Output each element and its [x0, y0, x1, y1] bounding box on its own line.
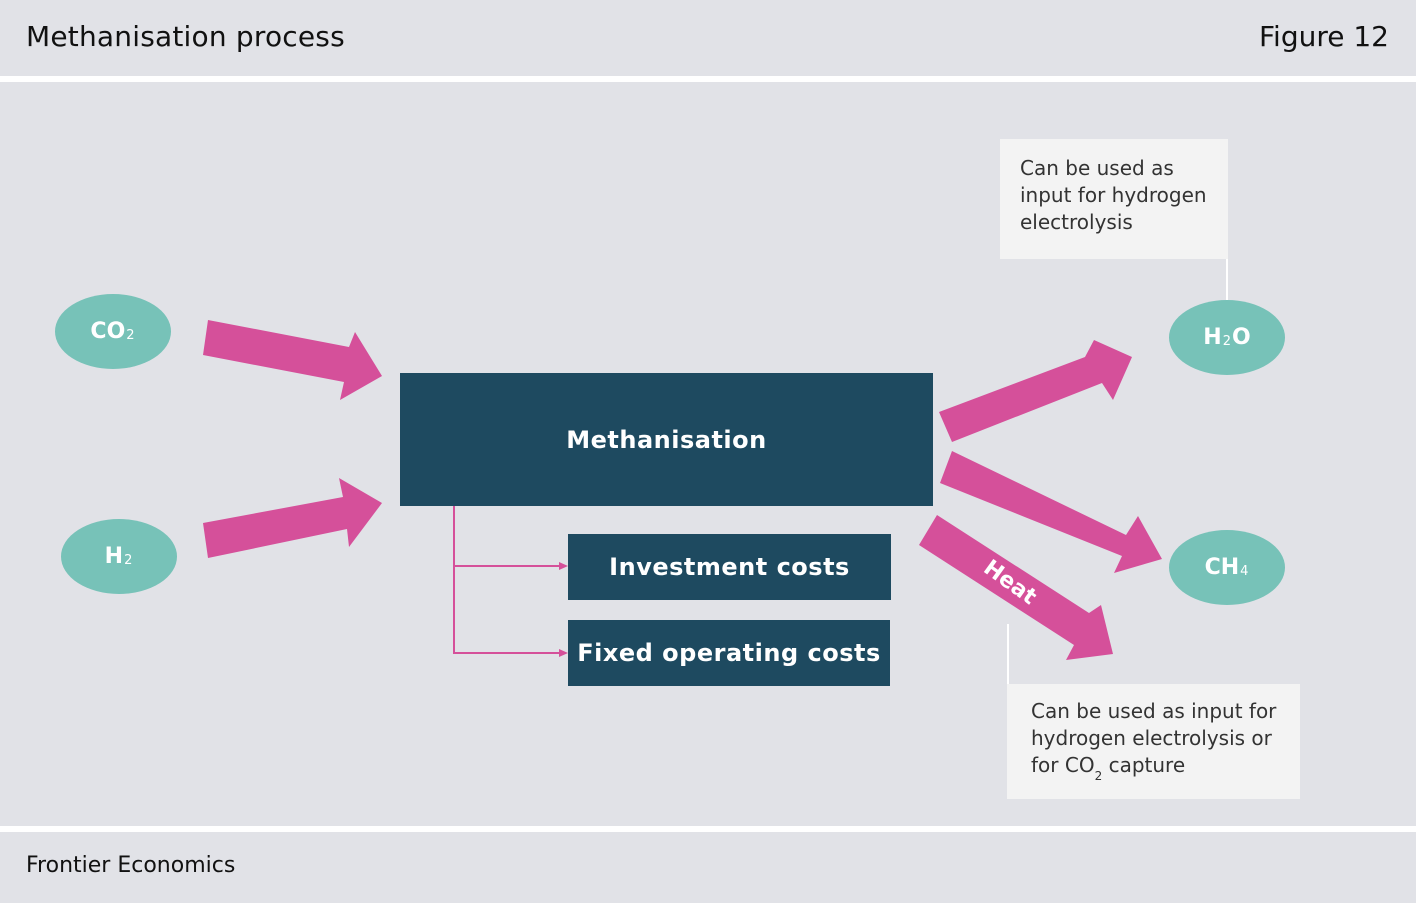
header-divider	[0, 76, 1416, 82]
h2o-formula-base: H	[1203, 325, 1222, 350]
ch4-formula-base: CH	[1204, 555, 1240, 580]
source-credit: Frontier Economics	[26, 853, 236, 878]
methanisation-box: Methanisation	[400, 373, 933, 506]
heat-note-line: for CO2 capture	[1031, 752, 1276, 787]
h2o-formula-sub: 2	[1222, 334, 1231, 349]
water-note-line: Can be used as	[1020, 156, 1174, 180]
fixed-operating-costs-box: Fixed operating costs	[568, 620, 890, 686]
heat-note-line: Can be used as input for	[1031, 699, 1277, 723]
footer-divider	[0, 826, 1416, 832]
co2-formula-base: CO	[90, 319, 126, 344]
heat-note-line: hydrogen electrolysis or	[1031, 726, 1272, 750]
heat-note-co2: for CO	[1031, 753, 1095, 777]
water-note-line: electrolysis	[1020, 210, 1133, 234]
heat-note: Can be used as input for hydrogen electr…	[1007, 684, 1300, 799]
h2-formula-sub: 2	[124, 553, 133, 568]
ch4-formula-sub: 4	[1240, 564, 1249, 579]
water-note-line: input for hydrogen	[1020, 183, 1207, 207]
h2-formula-base: H	[104, 544, 124, 569]
figure-header: Methanisation process Figure 12	[0, 0, 1416, 76]
page-title: Methanisation process	[26, 20, 345, 53]
investment-costs-label: Investment costs	[609, 553, 850, 581]
connector-fixed-arrowhead	[559, 649, 568, 657]
fixed-operating-costs-label: Fixed operating costs	[577, 639, 881, 667]
arrow-heat	[919, 515, 1113, 660]
h2o-formula-rest: O	[1232, 325, 1251, 350]
connector-investment-arrowhead	[559, 562, 568, 570]
arrow-co2-to-methanisation	[203, 320, 382, 400]
arrow-methanisation-to-h2o	[939, 340, 1132, 442]
heat-note-co2-sub: 2	[1094, 769, 1103, 783]
investment-costs-box: Investment costs	[568, 534, 891, 600]
co2-formula-sub: 2	[126, 328, 135, 343]
water-note: Can be used as input for hydrogen electr…	[1000, 139, 1228, 259]
heat-note-capture: capture	[1102, 753, 1186, 777]
arrow-methanisation-to-ch4	[940, 451, 1162, 573]
arrow-h2-to-methanisation	[203, 478, 382, 558]
figure-number: Figure 12	[1258, 20, 1389, 53]
methanisation-label: Methanisation	[566, 425, 767, 454]
